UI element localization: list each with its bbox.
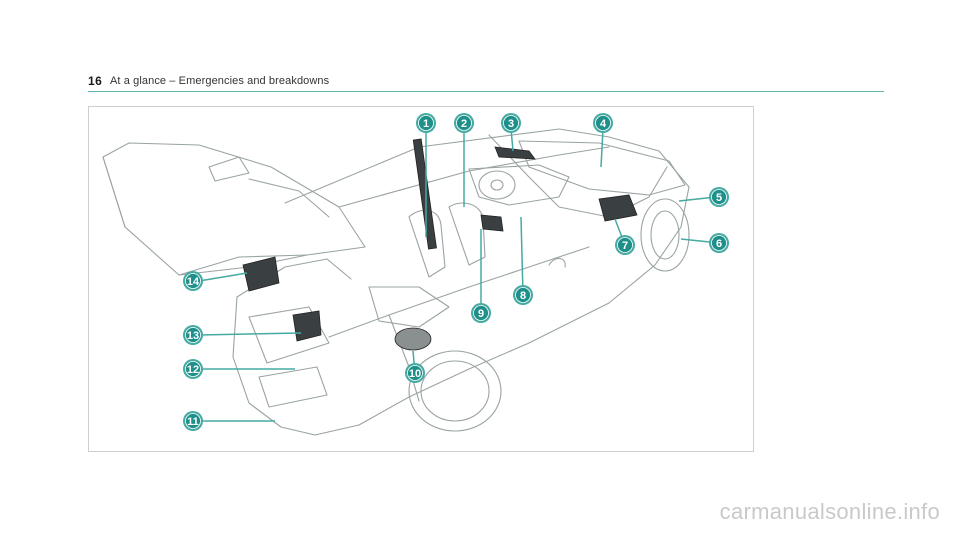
callout-number: 3 [508, 118, 514, 130]
cargo-part-lower [292, 310, 322, 342]
callout-badge-core [456, 115, 472, 131]
callout-number: 1 [423, 118, 429, 130]
leader-4 [600, 128, 604, 168]
callout-badge-core [711, 235, 727, 251]
leader-8 [520, 216, 524, 296]
highlighted-parts [242, 138, 638, 351]
cargo-part-upper [242, 256, 280, 292]
callout-number: 7 [622, 240, 628, 252]
callout-8: 8 [513, 285, 533, 305]
callout-number: 2 [461, 118, 467, 130]
leader-13 [198, 332, 302, 336]
callout-3: 3 [501, 113, 521, 133]
callout-number: 10 [409, 368, 421, 380]
callout-badge-core [503, 115, 519, 131]
callout-14: 14 [183, 271, 203, 291]
console-part [480, 214, 504, 232]
callout-2: 2 [454, 113, 474, 133]
callout-badge-core [418, 115, 434, 131]
callout-7: 7 [615, 235, 635, 255]
callout-badge-core [185, 273, 201, 289]
callout-9: 9 [471, 303, 491, 323]
callout-number: 8 [520, 290, 526, 302]
front-part [598, 194, 638, 222]
callout-number: 13 [187, 330, 199, 342]
callout-number: 5 [716, 192, 722, 204]
page-number: 16 [88, 74, 103, 88]
callout-badge-core [595, 115, 611, 131]
callout-badge-core [617, 237, 633, 253]
callout-12: 12 [183, 359, 203, 379]
callout-number: 9 [478, 308, 484, 320]
leader-14 [198, 272, 248, 282]
callout-11: 11 [183, 411, 203, 431]
fuel-cap-part [394, 327, 432, 351]
callout-6: 6 [709, 233, 729, 253]
callout-number: 6 [716, 238, 722, 250]
callout-1: 1 [416, 113, 436, 133]
page-header: 16 At a glance – Emergencies and breakdo… [88, 72, 884, 92]
callout-13: 13 [183, 325, 203, 345]
callout-number: 12 [187, 364, 199, 376]
callout-4: 4 [593, 113, 613, 133]
b-pillar-part [412, 138, 437, 250]
callout-5: 5 [709, 187, 729, 207]
watermark: carmanualsonline.info [719, 499, 940, 524]
callout-badge-core [185, 413, 201, 429]
section-title: At a glance – Emergencies and breakdowns [110, 75, 330, 87]
callout-10: 10 [405, 363, 425, 383]
sunvisor-part [494, 146, 536, 160]
callout-badge-core [407, 365, 423, 381]
callout-badge-core [515, 287, 531, 303]
callout-number: 4 [600, 118, 607, 130]
callout-badge-core [711, 189, 727, 205]
callout-badge-core [185, 361, 201, 377]
callout-number: 14 [187, 276, 200, 288]
callout-badge-core [185, 327, 201, 343]
callout-badge-core [473, 305, 489, 321]
header-rule [88, 91, 884, 92]
callout-number: 11 [187, 416, 199, 428]
